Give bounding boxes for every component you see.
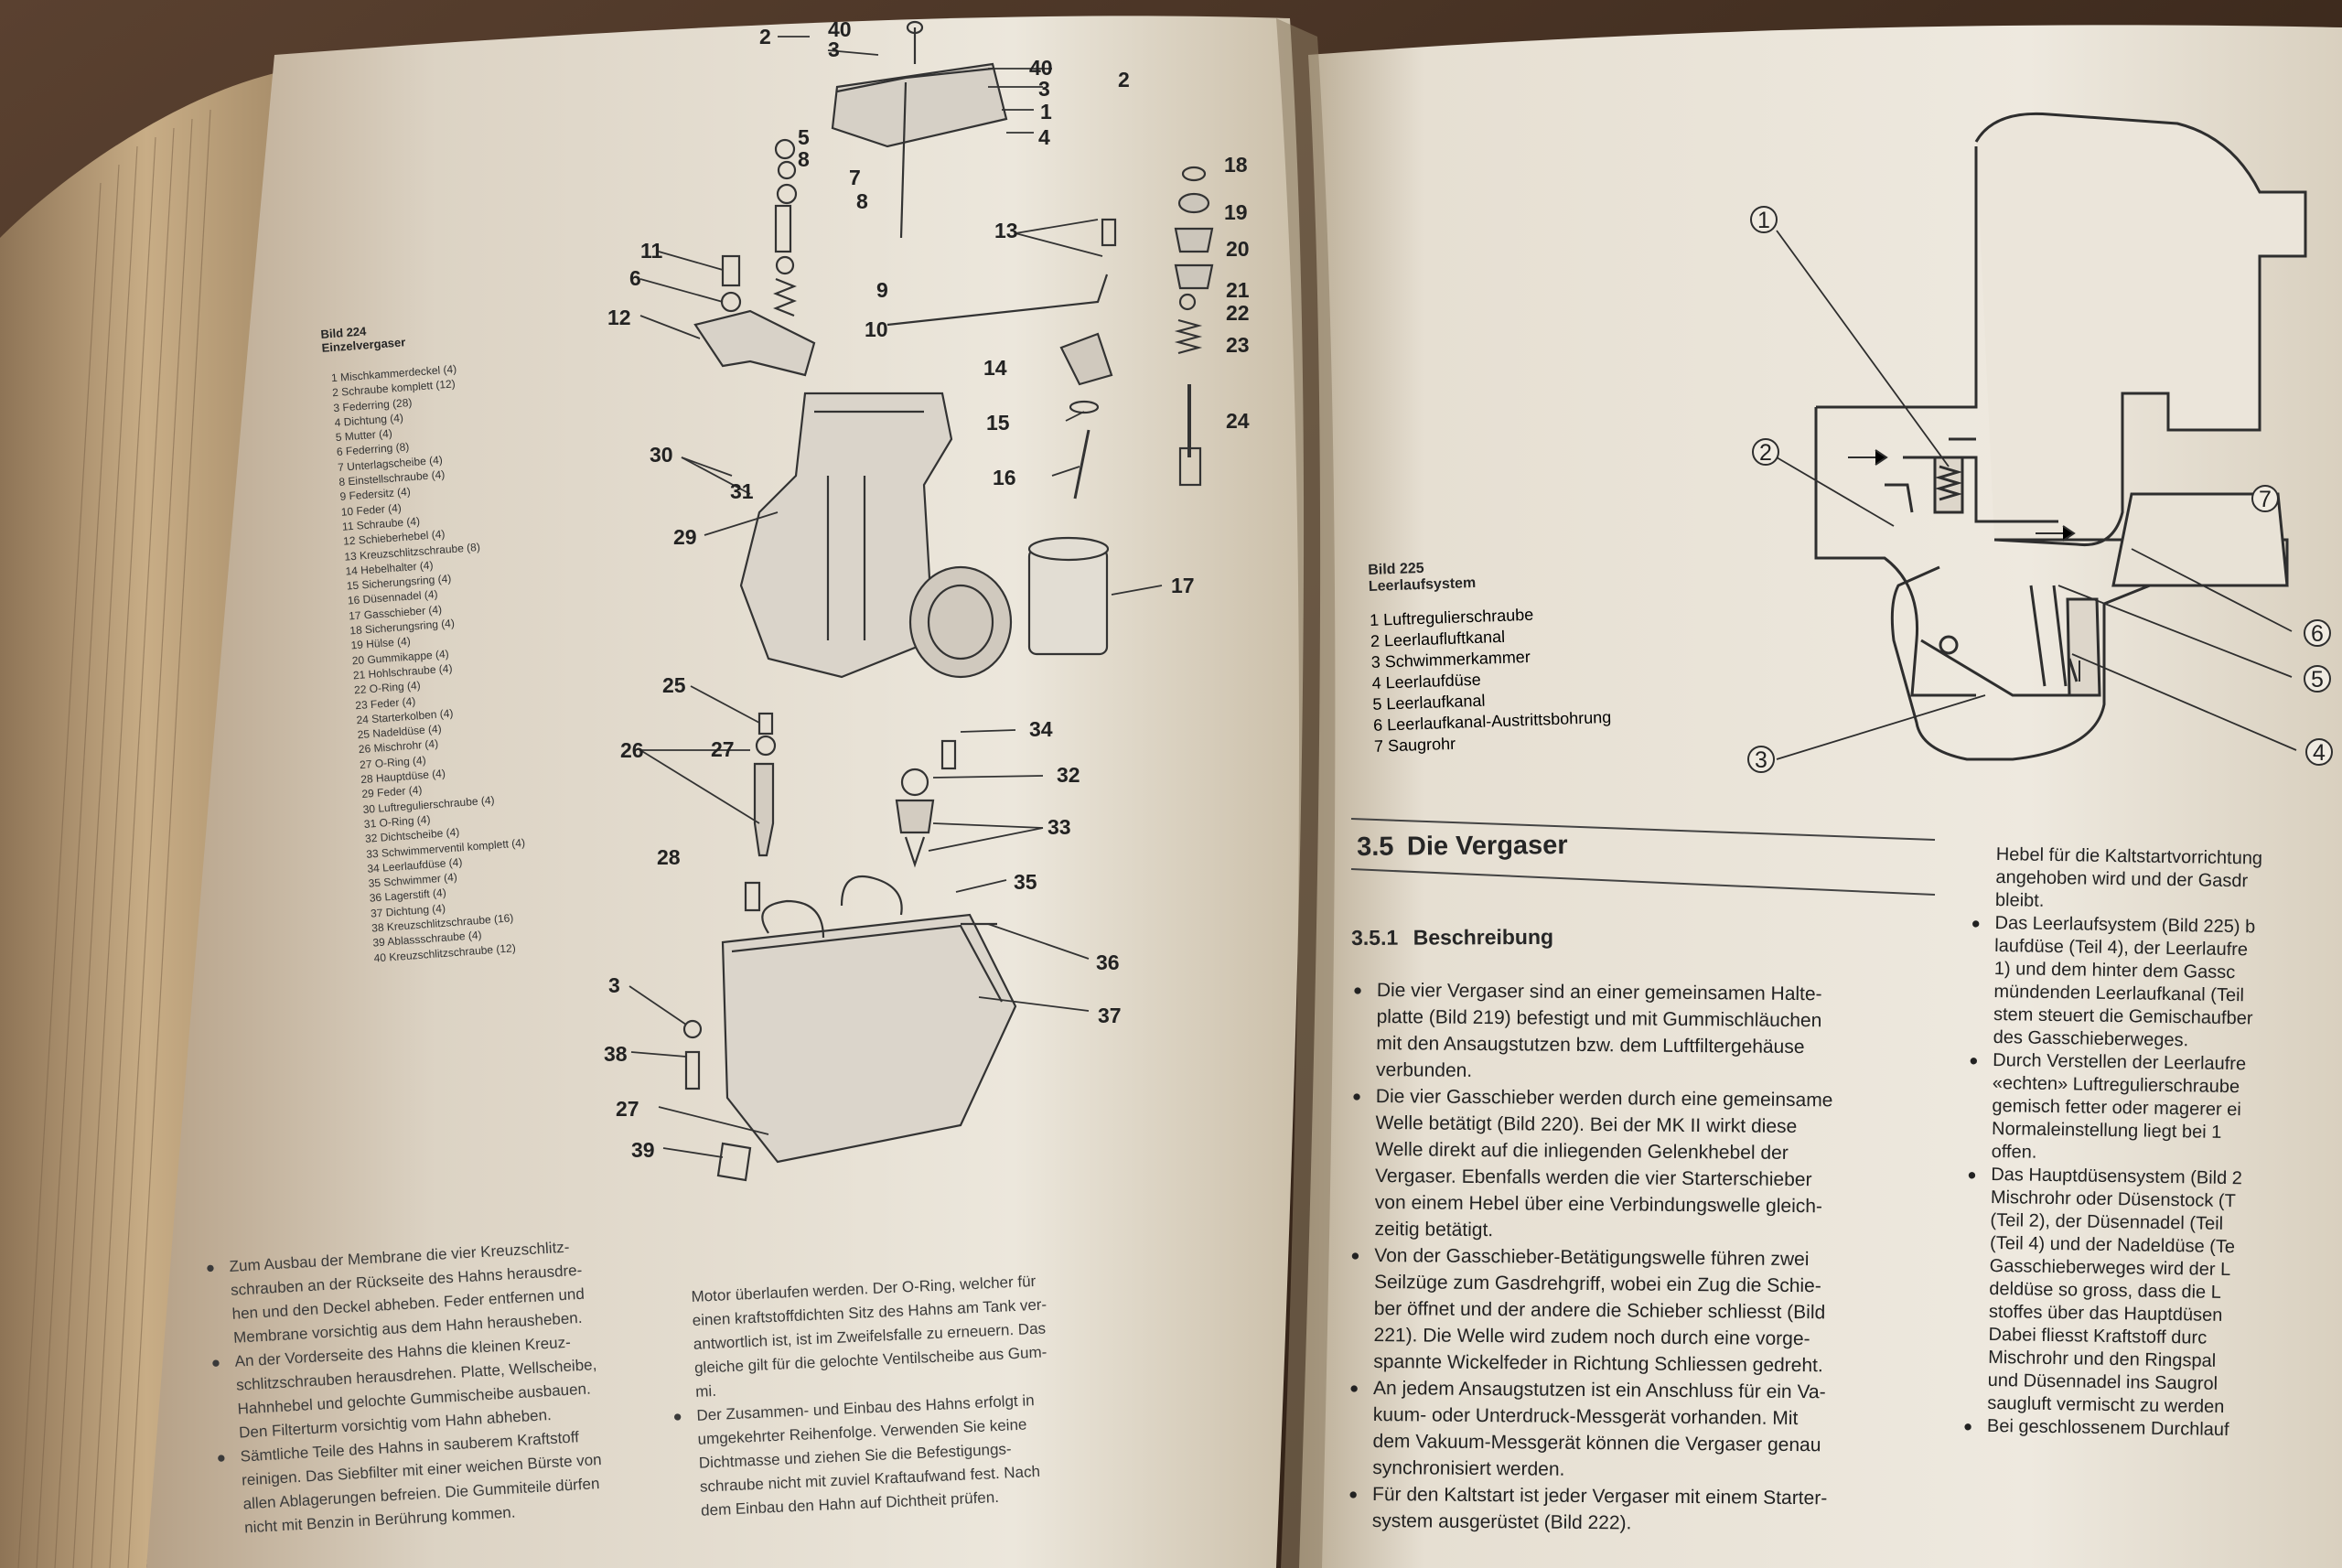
svg-text:40: 40 xyxy=(1029,56,1053,80)
svg-text:28: 28 xyxy=(657,845,681,869)
svg-text:7: 7 xyxy=(849,166,861,189)
text-line: Die vier Gasschieber werden durch eine g… xyxy=(1376,1083,1833,1113)
svg-text:32: 32 xyxy=(1057,763,1080,787)
text-line: system ausgerüstet (Bild 222). xyxy=(1371,1509,1632,1534)
svg-text:15: 15 xyxy=(986,411,1010,435)
subsection-title: Beschreibung xyxy=(1413,924,1554,950)
svg-text:39: 39 xyxy=(631,1138,655,1162)
svg-text:1: 1 xyxy=(1040,100,1052,124)
text-line: Die vier Vergaser sind an einer gemeinsa… xyxy=(1377,977,1834,1007)
svg-text:26: 26 xyxy=(620,738,644,762)
right-figure-caption: Bild 225 Leerlaufsystem 1 Luftreguliersc… xyxy=(1368,554,1612,757)
svg-text:16: 16 xyxy=(993,466,1016,489)
text-line: Bei geschlossenem Durchlauf xyxy=(1987,1415,2254,1443)
text-line: Welle direkt auf die inliegenden Gelenkh… xyxy=(1375,1138,1789,1164)
subsection-heading: 3.5.1 Beschreibung xyxy=(1351,925,1553,950)
svg-text:29: 29 xyxy=(673,525,697,549)
left-bottom-column-1: Zum Ausbau der Membrane die vier Kreuzsc… xyxy=(229,1234,606,1540)
svg-text:3: 3 xyxy=(1038,77,1050,101)
svg-text:5: 5 xyxy=(798,125,810,149)
text-line: kuum- oder Unterdruck-Messgerät vorhande… xyxy=(1372,1403,1799,1430)
svg-text:30: 30 xyxy=(650,443,673,467)
svg-text:3: 3 xyxy=(608,973,620,997)
text-line: dem Vakuum-Messgerät können die Vergaser… xyxy=(1372,1430,1821,1456)
svg-text:23: 23 xyxy=(1226,333,1250,357)
right-column-1: Die vier Vergaser sind an einer gemeinsa… xyxy=(1372,977,1834,1538)
text-line: ber öffnet und der andere die Schieber s… xyxy=(1373,1297,1826,1324)
svg-text:31: 31 xyxy=(730,479,754,503)
svg-text:35: 35 xyxy=(1014,870,1037,894)
subsection-number: 3.5.1 xyxy=(1351,925,1399,950)
svg-text:40: 40 xyxy=(828,17,852,41)
text-line: platte (Bild 219) befestigt und mit Gumm… xyxy=(1376,1005,1822,1032)
text-line: Vergaser. Ebenfalls werden die vier Star… xyxy=(1375,1165,1812,1191)
section-number: 3.5 xyxy=(1357,832,1394,862)
text-line: spannte Wickelfeder in Richtung Schliess… xyxy=(1373,1350,1823,1377)
svg-text:33: 33 xyxy=(1047,815,1071,839)
text-line: Seilzüge zum Gasdrehgriff, wobei ein Zug… xyxy=(1373,1271,1821,1297)
svg-text:2: 2 xyxy=(1118,68,1130,91)
svg-text:2: 2 xyxy=(759,25,771,48)
section-title: Die Vergaser xyxy=(1406,830,1568,862)
svg-text:17: 17 xyxy=(1171,574,1195,597)
svg-text:3: 3 xyxy=(1755,747,1767,773)
svg-text:8: 8 xyxy=(856,189,868,213)
svg-text:24: 24 xyxy=(1226,409,1250,433)
svg-text:34: 34 xyxy=(1029,717,1053,741)
svg-text:4: 4 xyxy=(2313,740,2326,766)
svg-text:2: 2 xyxy=(1759,440,1772,466)
svg-text:36: 36 xyxy=(1096,950,1120,974)
svg-text:25: 25 xyxy=(662,673,686,697)
svg-text:11: 11 xyxy=(640,239,663,263)
svg-text:13: 13 xyxy=(994,219,1018,242)
svg-text:1: 1 xyxy=(1757,208,1770,233)
text-line: 221). Die Welle wird zudem noch durch ei… xyxy=(1373,1324,1810,1350)
svg-text:19: 19 xyxy=(1224,200,1248,224)
text-line: zeitig betätigt. xyxy=(1374,1218,1494,1241)
svg-text:6: 6 xyxy=(2311,621,2324,647)
svg-text:9: 9 xyxy=(876,278,888,302)
text-line: verbunden. xyxy=(1376,1058,1473,1081)
svg-text:21: 21 xyxy=(1226,278,1250,302)
svg-text:8: 8 xyxy=(798,147,810,171)
svg-text:3: 3 xyxy=(828,38,840,61)
text-line: von einem Hebel über eine Verbindungswel… xyxy=(1374,1191,1823,1218)
svg-text:4: 4 xyxy=(1038,125,1050,149)
svg-text:6: 6 xyxy=(629,266,641,290)
svg-text:18: 18 xyxy=(1224,153,1248,177)
svg-text:27: 27 xyxy=(616,1097,639,1121)
text-line: Für den Kaltstart ist jeder Vergaser mit… xyxy=(1372,1481,1830,1511)
text-line: mit den Ansaugstutzen bzw. dem Luftfilte… xyxy=(1376,1032,1805,1058)
text-line: Von der Gasschieber-Betätigungswelle füh… xyxy=(1374,1242,1832,1273)
svg-text:20: 20 xyxy=(1226,237,1250,261)
svg-text:14: 14 xyxy=(983,356,1007,380)
svg-text:5: 5 xyxy=(2311,667,2324,693)
svg-text:12: 12 xyxy=(607,306,631,329)
svg-text:10: 10 xyxy=(865,317,888,341)
svg-text:7: 7 xyxy=(2259,487,2272,512)
left-bottom-column-2: Motor überlaufen werden. Der O-Ring, wel… xyxy=(691,1269,1056,1522)
text-line: Welle betätigt (Bild 220). Bei der MK II… xyxy=(1375,1112,1798,1138)
svg-text:38: 38 xyxy=(604,1042,628,1066)
svg-text:22: 22 xyxy=(1226,301,1250,325)
svg-text:37: 37 xyxy=(1098,1004,1122,1027)
section-heading: 3.5 Die Vergaser xyxy=(1357,831,1568,863)
text-line: synchronisiert werden. xyxy=(1372,1456,1565,1480)
svg-text:27: 27 xyxy=(711,737,735,761)
text-line: An jedem Ansaugstutzen ist ein Anschluss… xyxy=(1373,1375,1831,1405)
